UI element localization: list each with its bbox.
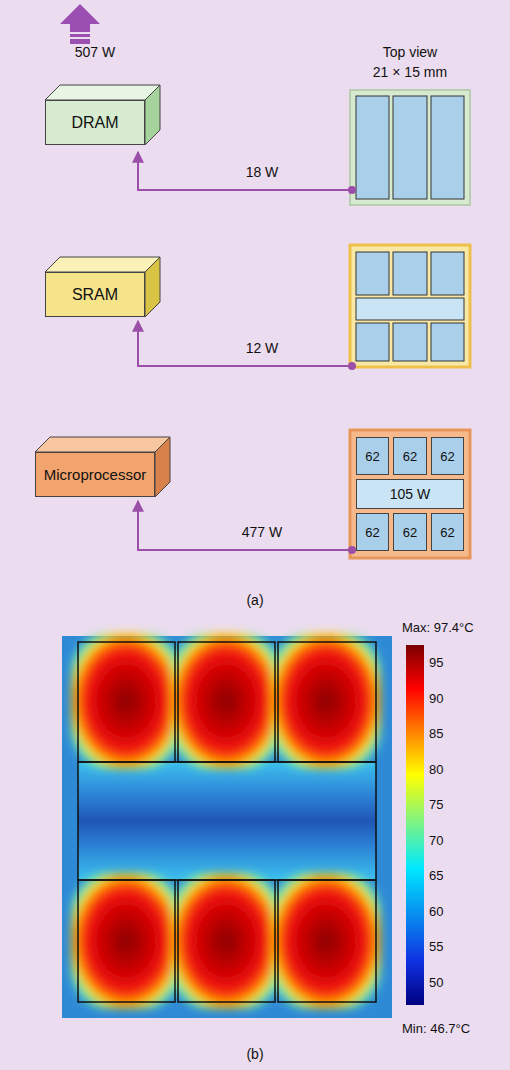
core-cell: 62	[356, 513, 389, 551]
node-text: 105 W	[390, 486, 430, 502]
box-faces	[35, 85, 170, 497]
scale-min: Min: 46.7°C	[402, 1021, 470, 1036]
node-text: Microprocessor	[44, 466, 147, 483]
scale-tick: 50	[429, 974, 443, 989]
power-value: 477 W	[242, 524, 282, 540]
processor-box: Microprocessor	[35, 452, 155, 497]
thermal-map	[62, 634, 392, 1018]
box-side-face	[145, 257, 160, 317]
core-cell: 62	[356, 437, 389, 475]
scale-tick: 85	[429, 726, 443, 741]
scale-tick: 60	[429, 903, 443, 918]
power-value: 507 W	[75, 44, 115, 60]
sram-top-view	[350, 245, 470, 367]
node-text: 62	[403, 525, 417, 540]
node-text: 62	[440, 525, 454, 540]
box-side-face	[155, 437, 170, 497]
box-top-face	[45, 257, 160, 272]
power-value: 12 W	[246, 340, 279, 356]
dram-top-view	[350, 90, 470, 205]
lead-dot	[348, 186, 356, 554]
scale-tick: 55	[429, 939, 443, 954]
scale-tick: 65	[429, 868, 443, 883]
power-lead	[138, 152, 350, 550]
node-text: 62	[440, 449, 454, 464]
cpu-top-view	[350, 430, 470, 558]
heat-arrow	[60, 4, 100, 44]
node-text: 62	[403, 449, 417, 464]
node-text: DRAM	[71, 114, 118, 132]
core-cell: 62	[431, 437, 464, 475]
scale-tick: 70	[429, 832, 443, 847]
core-cell: 62	[431, 513, 464, 551]
scale-tick: 95	[429, 655, 443, 670]
scale-tick: 75	[429, 797, 443, 812]
box-top-face	[45, 85, 160, 100]
power-value: 18 W	[246, 164, 279, 180]
scale-tick: 90	[429, 690, 443, 705]
scale-tick: 80	[429, 761, 443, 776]
memory-box: DRAM	[45, 100, 145, 145]
view-title: Top view	[383, 44, 437, 60]
node-text: 62	[365, 449, 379, 464]
dimension: 21 × 15 mm	[373, 64, 447, 80]
core-cell: 62	[393, 437, 427, 475]
panel-label: (a)	[246, 592, 263, 608]
box-top-face	[35, 437, 170, 452]
panel-label: (b)	[246, 1046, 263, 1062]
box-side-face	[145, 85, 160, 145]
node-text: 62	[365, 525, 379, 540]
cache-band: 105 W	[356, 479, 464, 509]
memory-box: SRAM	[45, 272, 145, 317]
color-scale	[406, 645, 424, 1005]
core-cell: 62	[393, 513, 427, 551]
node-text: SRAM	[72, 286, 118, 304]
scale-max: Max: 97.4°C	[402, 620, 474, 635]
